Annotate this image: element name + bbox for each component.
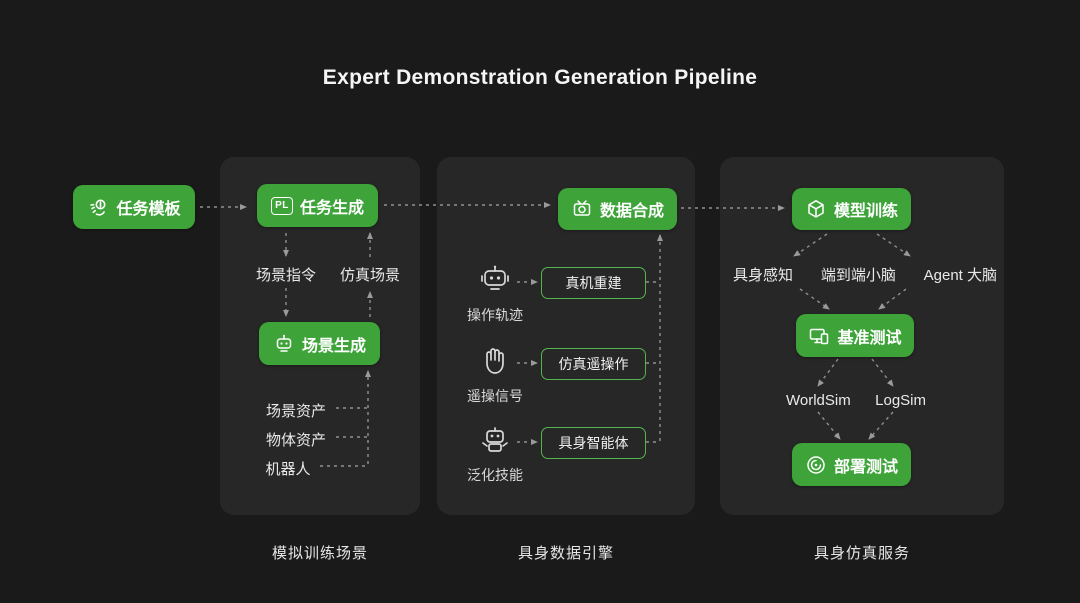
- label-logsim: LogSim: [875, 392, 926, 409]
- node-label: 任务模板: [116, 201, 181, 218]
- label-scene-instruction: 场景指令: [255, 267, 316, 284]
- pl-badge-icon: PL: [270, 196, 293, 215]
- node-label: 场景生成: [301, 337, 366, 355]
- node-scene-generation: 场景生成: [259, 322, 380, 365]
- brains-row: 具身感知 端到端小脑 Agent 大脑: [733, 264, 997, 285]
- node-label: 任务生成: [299, 199, 364, 217]
- label-sim-scene: 仿真场景: [339, 267, 400, 284]
- node-label: 部署测试: [833, 458, 898, 476]
- node-sim-teleoperation: 仿真遥操作: [541, 348, 646, 380]
- label-operation-trajectory: 操作轨迹: [467, 307, 523, 323]
- node-data-synthesis: 数据合成: [558, 188, 677, 230]
- diagram-title: Expert Demonstration Generation Pipeline: [322, 66, 758, 89]
- node-label: 模型训练: [833, 203, 898, 220]
- node-task-generation: PL 任务生成: [257, 184, 378, 227]
- caption-simulation-training: 模拟训练场景: [271, 545, 368, 562]
- cube-icon: [808, 200, 824, 218]
- robot-body-icon: [477, 422, 513, 458]
- label-end-to-end-cerebellum: 端到端小脑: [820, 267, 896, 284]
- robot-icon: [276, 334, 292, 352]
- label-teleop-signal: 遥操信号: [467, 388, 523, 404]
- label-agent-brain: Agent 大脑: [923, 267, 997, 284]
- robot-head-icon: [477, 262, 513, 298]
- devices-icon: [810, 328, 829, 344]
- label-embodied-perception: 具身感知: [733, 267, 794, 284]
- glove-icon: [477, 343, 513, 379]
- label-scene-assets: 场景资产: [265, 403, 326, 420]
- caption-simulation-service: 具身仿真服务: [813, 545, 910, 562]
- target-spiral-icon: [807, 455, 825, 474]
- node-label: 基准测试: [837, 329, 902, 347]
- caption-data-engine: 具身数据引擎: [517, 545, 614, 562]
- sims-row: WorldSim LogSim: [786, 392, 926, 409]
- money-icon: [90, 199, 106, 216]
- label-worldsim: WorldSim: [786, 392, 851, 409]
- label-generalized-skill: 泛化技能: [467, 467, 523, 483]
- node-model-training: 模型训练: [792, 188, 911, 230]
- label-robot: 机器人: [265, 461, 311, 478]
- data-capture-icon: [573, 200, 591, 216]
- node-deployment-testing: 部署测试: [792, 443, 911, 486]
- node-label: 数据合成: [599, 203, 664, 220]
- node-embodied-agent: 具身智能体: [541, 427, 646, 459]
- label-object-assets: 物体资产: [265, 432, 326, 449]
- node-task-template: 任务模板: [73, 185, 195, 229]
- node-real-machine-reconstruction: 真机重建: [541, 267, 646, 299]
- node-benchmark-testing: 基准测试: [796, 314, 914, 357]
